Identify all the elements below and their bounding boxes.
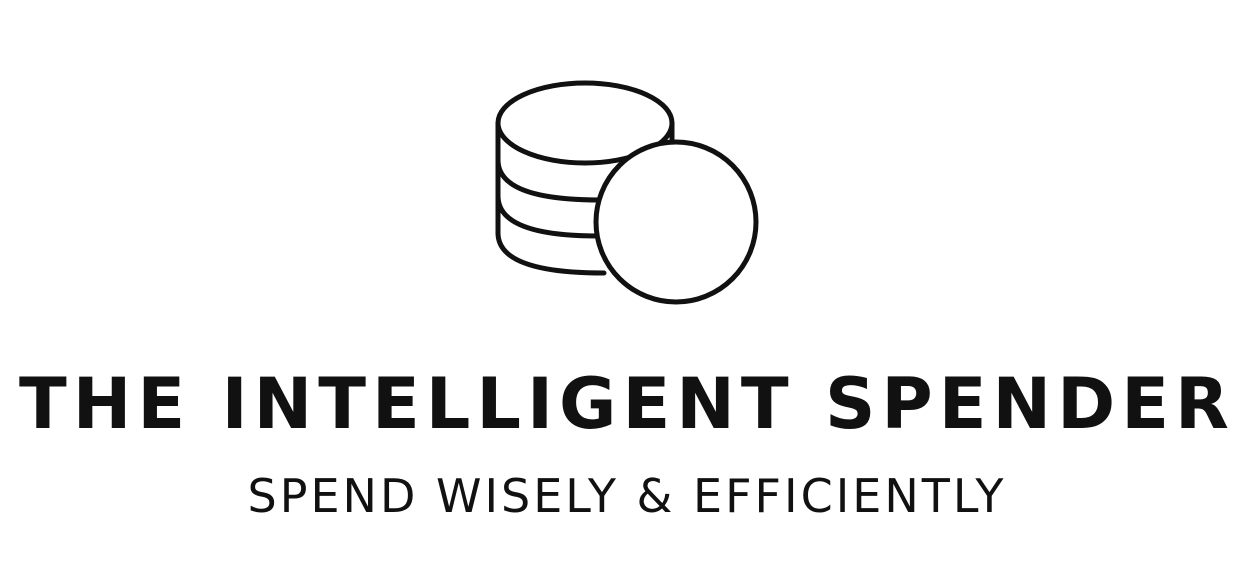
coin-stack-ring-3 (495, 230, 607, 276)
coin-stack-ring-1 (495, 157, 603, 203)
coin-stack-ring-2 (495, 193, 601, 239)
brand-title: THE INTELLIGENT SPENDER (19, 363, 1235, 445)
coin-stack-icon (495, 80, 759, 305)
front-coin (593, 139, 759, 305)
brand-tagline: SPEND WISELY & EFFICIENTLY (247, 469, 1007, 523)
